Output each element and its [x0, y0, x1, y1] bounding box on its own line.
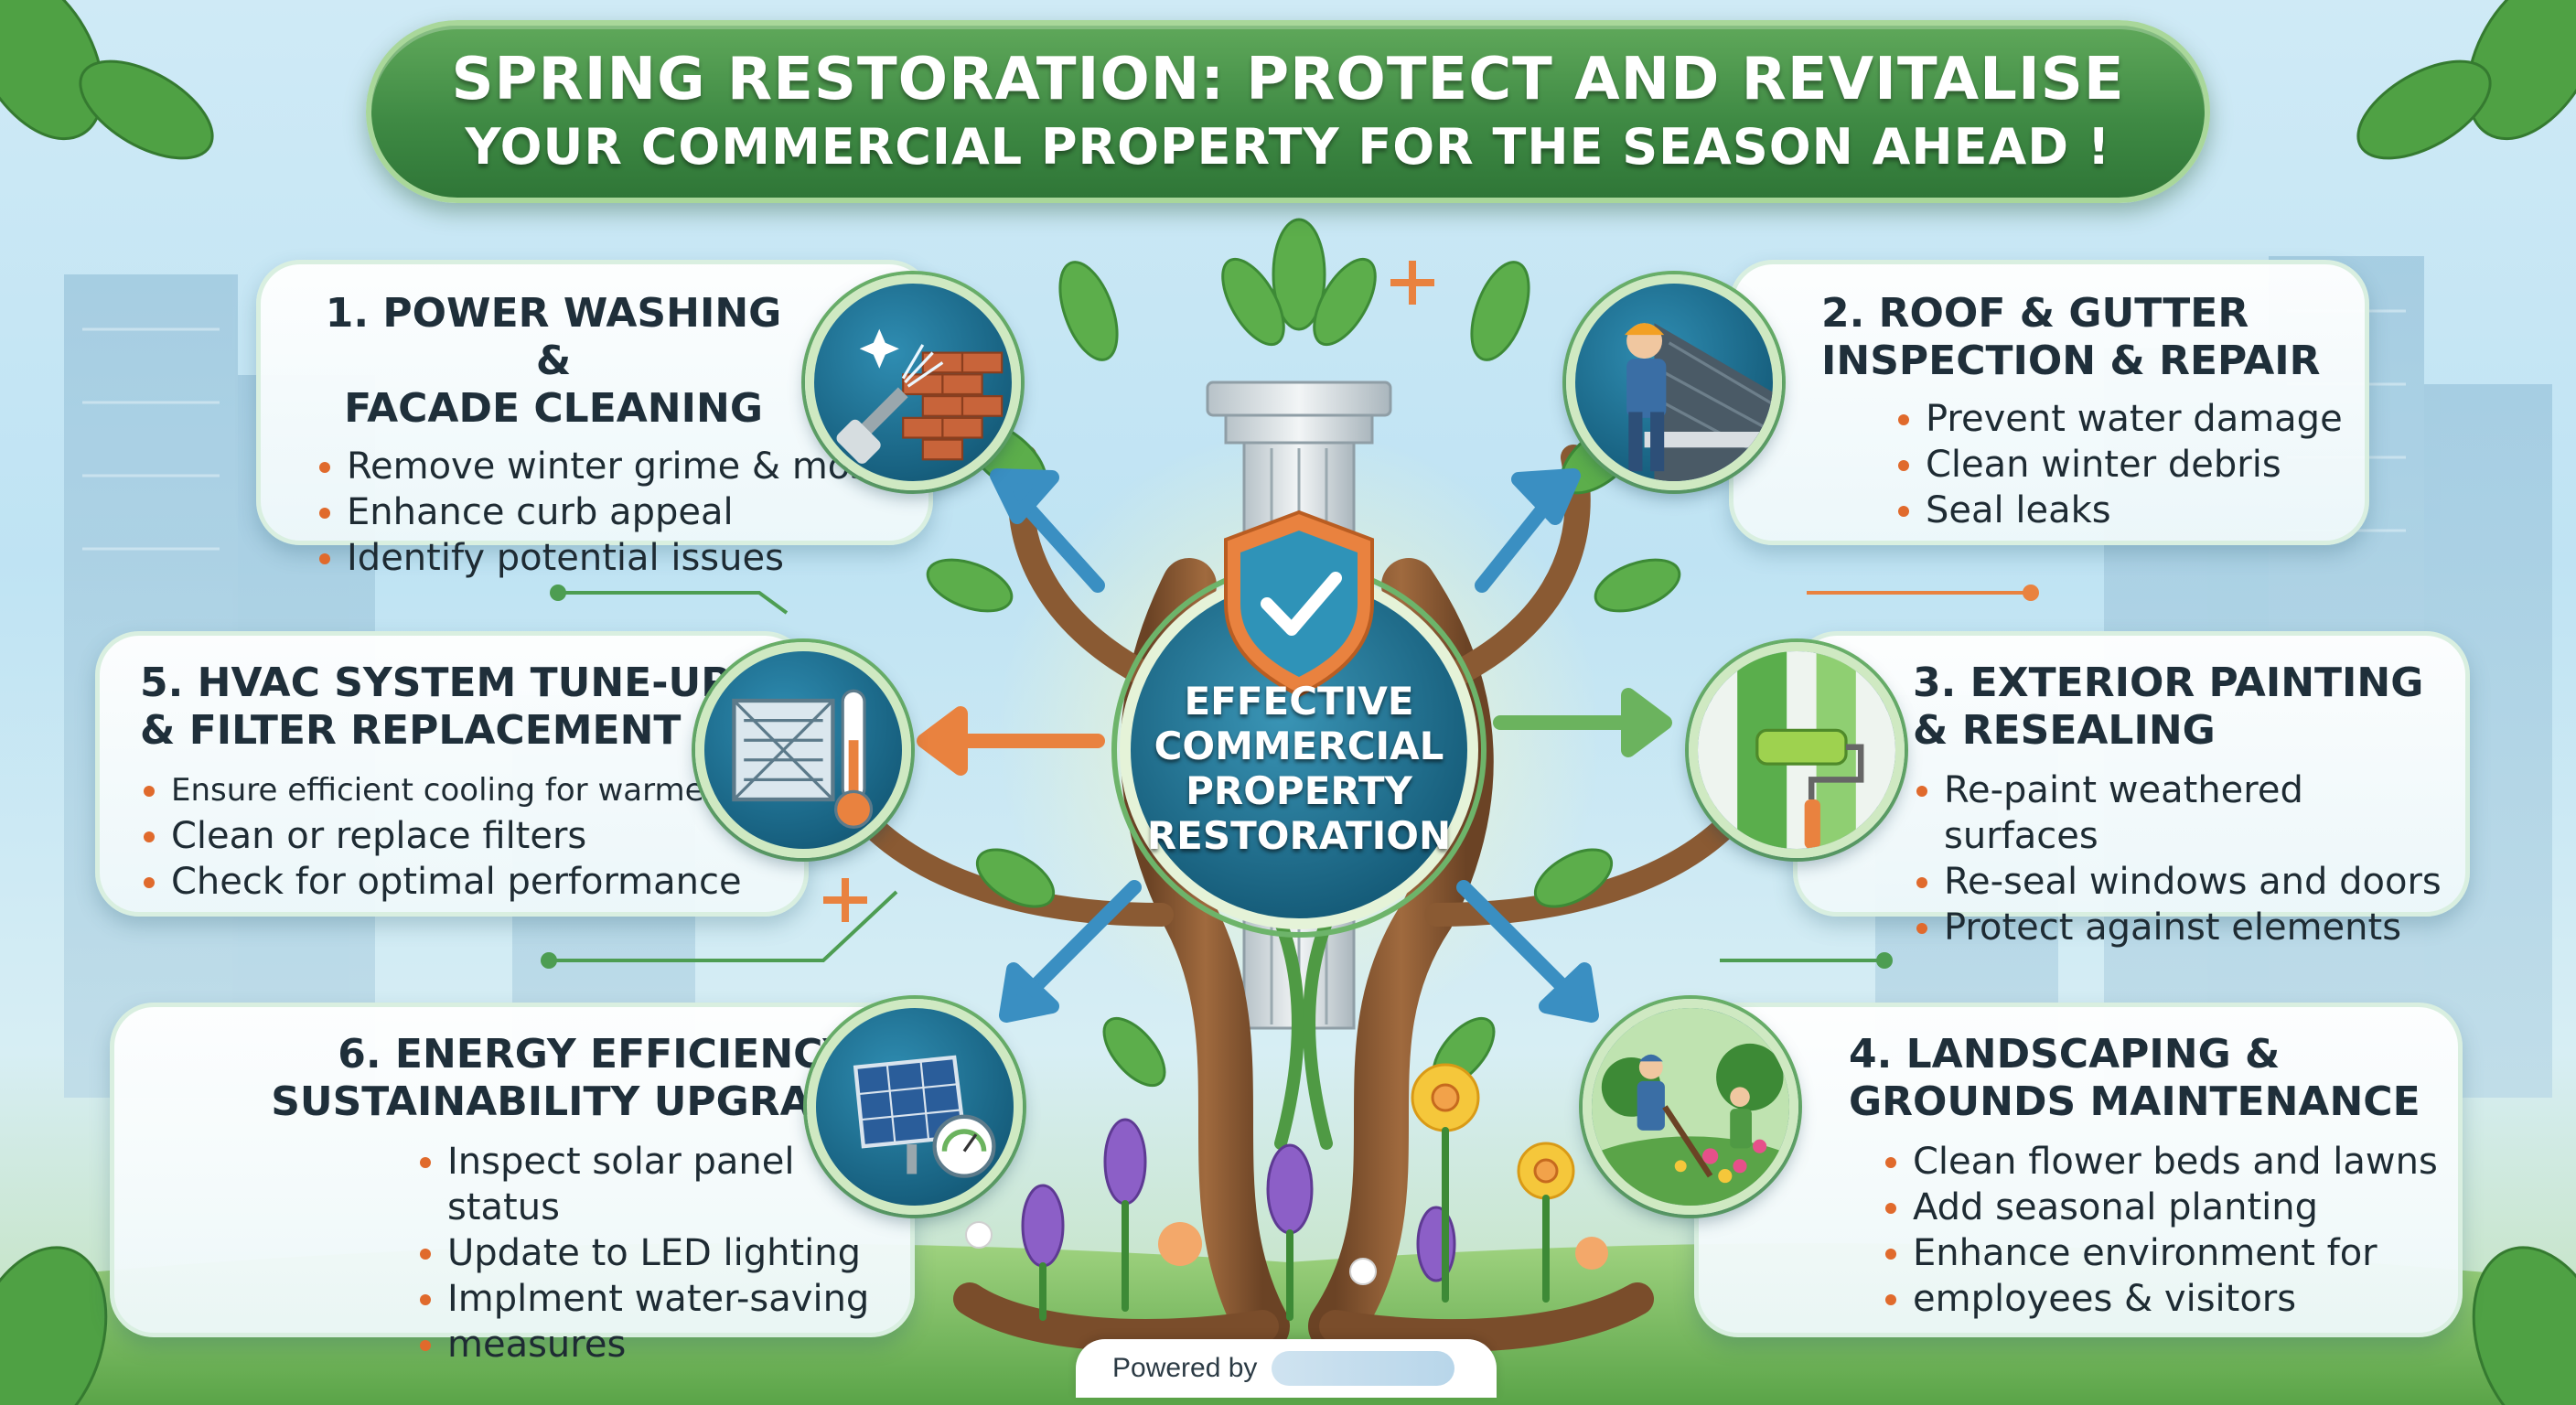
list-item: Protect against elements: [1913, 905, 2465, 950]
title-banner: SPRING RESTORATION: PROTECT AND REVITALI…: [366, 20, 2210, 203]
list-item: Enhance environment for: [1882, 1230, 2458, 1276]
list-item: Inspect solar panel status: [416, 1139, 910, 1230]
card-title: 6. ENERGY EFFICIENCY & SUSTAINABILITY UP…: [188, 1031, 901, 1126]
card-bullet-list: Remove winter grime & moss Enhance curb …: [316, 444, 928, 581]
card-title: 3. EXTERIOR PAINTING & RESEALING: [1913, 660, 2465, 755]
card-title-line-2: GROUNDS MAINTENANCE: [1849, 1078, 2420, 1125]
center-label-line-1: EFFECTIVE: [1184, 679, 1414, 724]
card-bullet-list: Inspect solar panel status Update to LED…: [416, 1139, 910, 1367]
roofer-worker-icon: [1566, 274, 1782, 490]
direction-arrows: [917, 468, 1672, 1023]
solar-panel-icon: [807, 999, 1023, 1215]
list-item: measures: [416, 1322, 910, 1367]
paint-roller-icon: [1689, 642, 1905, 858]
card-title-line-2: FACADE CLEANING: [344, 385, 763, 432]
card-title-line-2: & FILTER REPLACEMENT: [140, 707, 682, 754]
spring-flowers: [965, 1063, 1608, 1321]
card-title-line-1: 4. LANDSCAPING &: [1849, 1031, 2281, 1078]
card-roof-gutter: 2. ROOF & GUTTER INSPECTION & REPAIR Pre…: [1729, 260, 2369, 545]
list-item: Re-seal windows and doors: [1913, 859, 2465, 905]
shield-check-icon: [1224, 509, 1374, 698]
card-hvac: 5. HVAC SYSTEM TUNE-UP & FILTER REPLACEM…: [95, 631, 809, 917]
pressure-washer-icon: [805, 274, 1021, 490]
redacted-logo: [1272, 1351, 1455, 1386]
hvac-thermometer-icon: [695, 642, 911, 858]
list-item: Update to LED lighting: [416, 1230, 910, 1276]
list-item: Prevent water damage: [1894, 396, 2365, 442]
card-title: 1. POWER WASHING & FACADE CLEANING: [316, 290, 791, 433]
card-landscaping: 4. LANDSCAPING & GROUNDS MAINTENANCE Cle…: [1694, 1003, 2463, 1337]
center-label: EFFECTIVE COMMERCIAL PROPERTY RESTORATIO…: [1134, 679, 1464, 858]
card-title-line-2: & RESEALING: [1913, 707, 2216, 754]
list-item: Ensure efficient cooling for warmer days: [140, 767, 804, 813]
card-energy: 6. ENERGY EFFICIENCY & SUSTAINABILITY UP…: [110, 1003, 915, 1366]
card-title-line-1: 5. HVAC SYSTEM TUNE-UP: [140, 660, 731, 706]
card-bullet-list: Re-paint weathered surfaces Re-seal wind…: [1913, 767, 2465, 950]
list-item: employees & visitors: [1882, 1276, 2458, 1322]
list-item: Clean flower beds and lawns: [1882, 1139, 2458, 1185]
card-exterior-painting: 3. EXTERIOR PAINTING & RESEALING Re-pain…: [1793, 631, 2470, 949]
center-label-line-2: COMMERCIAL: [1154, 724, 1444, 768]
title-line-1: SPRING RESTORATION: PROTECT AND REVITALI…: [451, 46, 2125, 113]
center-label-line-4: RESTORATION: [1146, 813, 1452, 858]
list-item: Seal leaks: [1894, 488, 2365, 533]
connector-lines: [541, 585, 2039, 969]
list-item: Add seasonal planting: [1882, 1185, 2458, 1230]
card-title: 4. LANDSCAPING & GROUNDS MAINTENANCE: [1849, 1031, 2458, 1126]
card-title: 2. ROOF & GUTTER INSPECTION & REPAIR: [1821, 290, 2365, 385]
list-item: Remove winter grime & moss: [316, 444, 928, 489]
card-title-line-2: SUSTAINABILITY UPGRADES: [271, 1078, 901, 1125]
card-title-line-1: 3. EXTERIOR PAINTING: [1913, 660, 2424, 706]
card-bullet-list: Clean flower beds and lawns Add seasonal…: [1882, 1139, 2458, 1322]
list-item: Identify potential issues: [316, 535, 928, 581]
powered-by-badge: Powered by: [1076, 1339, 1497, 1398]
list-item: Clean winter debris: [1894, 442, 2365, 488]
list-item: Enhance curb appeal: [316, 489, 928, 535]
card-title-line-1: 6. ENERGY EFFICIENCY &: [338, 1031, 901, 1078]
list-item: Implment water-saving: [416, 1276, 910, 1322]
powered-by-text: Powered by: [1112, 1353, 1258, 1383]
list-item: Check for optimal performance: [140, 859, 804, 905]
sparkles: [823, 261, 1434, 922]
card-power-washing: 1. POWER WASHING & FACADE CLEANING Remov…: [256, 260, 933, 579]
card-title-line-1: 2. ROOF & GUTTER: [1821, 290, 2249, 337]
card-title-line-2: INSPECTION & REPAIR: [1821, 338, 2321, 384]
list-item: Re-paint weathered surfaces: [1913, 767, 2465, 859]
card-title-line-1: 1. POWER WASHING &: [325, 290, 782, 384]
center-label-line-3: PROPERTY: [1186, 768, 1412, 813]
gardeners-icon: [1583, 999, 1798, 1215]
card-bullet-list: Ensure efficient cooling for warmer days…: [140, 767, 804, 905]
card-title: 5. HVAC SYSTEM TUNE-UP & FILTER REPLACEM…: [140, 660, 804, 755]
card-bullet-list: Prevent water damage Clean winter debris…: [1894, 396, 2365, 533]
title-line-2: YOUR COMMERCIAL PROPERTY FOR THE SEASON …: [465, 118, 2111, 176]
list-item: Clean or replace filters: [140, 813, 804, 859]
